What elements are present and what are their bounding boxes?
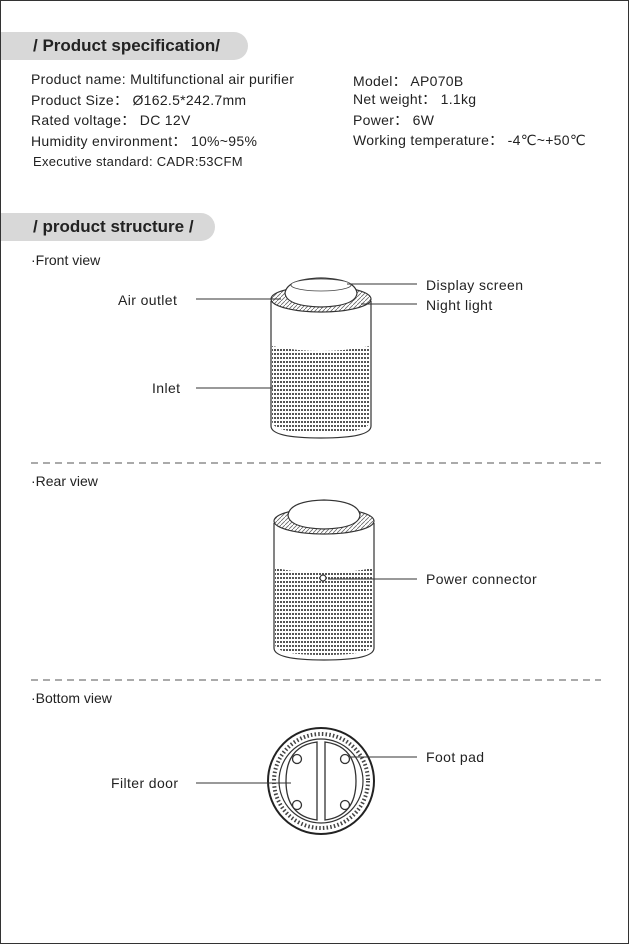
- power-connector-label: Power connector: [426, 571, 538, 587]
- spec-humidity: Humidity environment： 10%~95%: [31, 133, 258, 149]
- bottom-view-label: ·Bottom view: [31, 690, 112, 706]
- spec-power: Power： 6W: [353, 112, 435, 128]
- display-screen-label: Display screen: [426, 277, 524, 293]
- filter-door-label: Filter door: [111, 775, 179, 791]
- rear-view-purifier: [273, 499, 375, 661]
- foot-pad-label: Foot pad: [426, 749, 485, 765]
- rear-view-label: ·Rear view: [31, 473, 98, 489]
- night-light-label: Night light: [426, 297, 493, 313]
- inlet-label: Inlet: [152, 380, 181, 396]
- spec-executive-standard: Executive standard: CADR:53CFM: [33, 154, 243, 169]
- spec-product-name: Product name: Multifunctional air purifi…: [31, 71, 295, 87]
- spec-section-title: / Product specification/: [1, 32, 248, 60]
- spec-rated-voltage: Rated voltage： DC 12V: [31, 112, 191, 128]
- spec-net-weight: Net weight： 1.1kg: [353, 91, 477, 107]
- spec-working-temperature: Working temperature： -4℃~+50℃: [353, 132, 586, 148]
- structure-section-title: / product structure /: [1, 213, 215, 241]
- bottom-view-purifier: [267, 727, 375, 835]
- spec-model: Model： AP070B: [353, 73, 464, 89]
- spec-product-size: Product Size： Ø162.5*242.7mm: [31, 92, 247, 108]
- front-view-purifier: [270, 277, 372, 439]
- air-outlet-label: Air outlet: [118, 292, 178, 308]
- front-view-label: ·Front view: [31, 252, 101, 268]
